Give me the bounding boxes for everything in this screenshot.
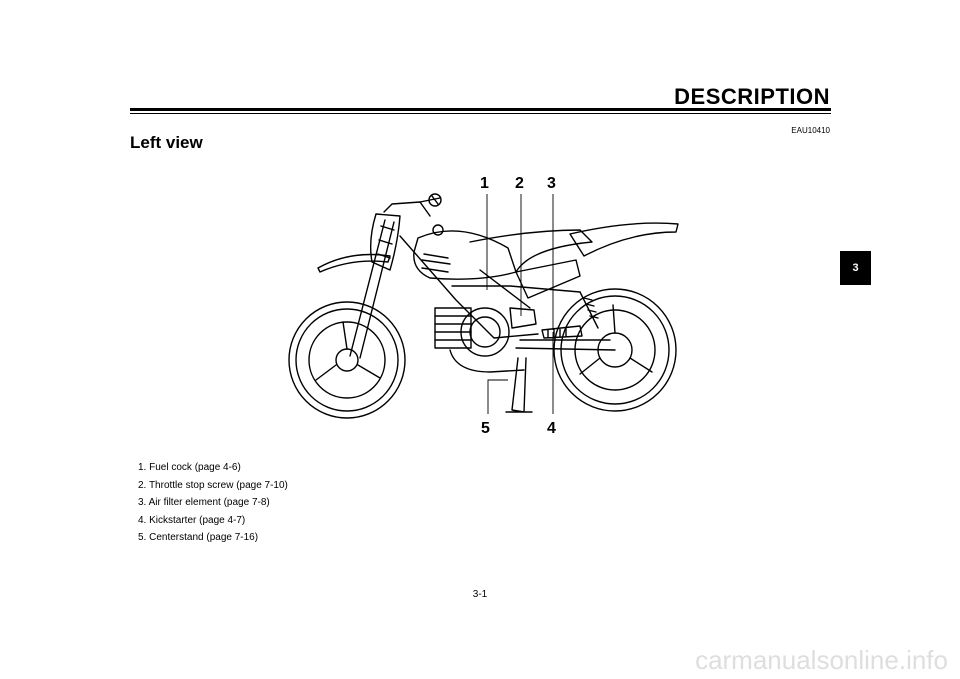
callout-3: 3 bbox=[547, 175, 556, 192]
page-number: 3-1 bbox=[472, 589, 488, 600]
exhaust bbox=[449, 349, 525, 373]
chapter-tab[interactable]: 3 bbox=[840, 251, 871, 285]
document-code: EAU10410 bbox=[791, 126, 830, 135]
callout-1: 1 bbox=[480, 175, 489, 192]
legend-item: 1. Fuel cock (page 4-6) bbox=[138, 462, 241, 473]
front-wheel bbox=[288, 301, 406, 419]
parts-legend: 1. Fuel cock (page 4-6) 2. Throttle stop… bbox=[138, 459, 288, 547]
front-fender bbox=[317, 253, 391, 273]
front-fork bbox=[349, 219, 395, 359]
legend-item: 2. Throttle stop screw (page 7-10) bbox=[138, 479, 288, 491]
rear-shock bbox=[579, 291, 599, 329]
legend-item: 3. Air filter element (page 7-8) bbox=[138, 497, 270, 508]
seat bbox=[469, 229, 593, 273]
swingarm bbox=[515, 339, 616, 351]
fuel-tank bbox=[413, 230, 517, 280]
header-rule-thick bbox=[130, 108, 831, 111]
section-title: Left view bbox=[130, 133, 203, 152]
number-plate bbox=[369, 213, 401, 271]
legend-item: 5. Centerstand (page 7-16) bbox=[138, 532, 259, 543]
frame bbox=[399, 235, 581, 339]
motorcycle-left-view-diagram: 1 2 3 4 5 bbox=[288, 175, 679, 437]
watermark: carmanualsonline.info bbox=[695, 645, 948, 675]
engine bbox=[434, 307, 537, 357]
header-rule-thin bbox=[130, 113, 831, 114]
rear-fender bbox=[569, 222, 679, 257]
page-header-title: DESCRIPTION bbox=[674, 84, 830, 109]
kickstarter-shape bbox=[541, 325, 583, 339]
callout-4: 4 bbox=[547, 420, 556, 437]
legend-item: 4. Kickstarter (page 4-7) bbox=[138, 514, 246, 526]
rear-wheel bbox=[553, 288, 677, 412]
handlebar bbox=[383, 195, 441, 217]
centerstand-shape bbox=[505, 357, 533, 413]
callout-2: 2 bbox=[515, 175, 524, 192]
callout-5: 5 bbox=[481, 420, 490, 437]
side-cover bbox=[515, 259, 581, 299]
